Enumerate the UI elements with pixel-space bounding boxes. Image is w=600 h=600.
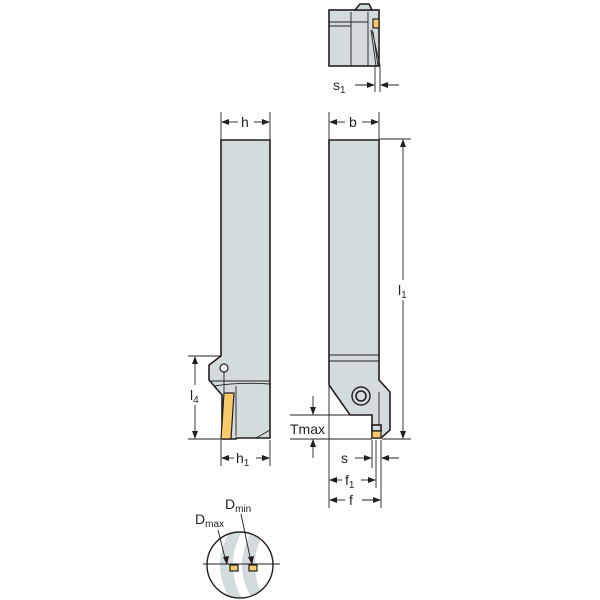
clamp-screw-icon xyxy=(351,386,371,406)
dim-dmin-label: Dmin xyxy=(225,496,251,515)
dim-tmax-label: Tmax xyxy=(290,421,325,437)
front-view: b l1 Tmax s f1 xyxy=(290,112,411,508)
side-view-pin xyxy=(219,363,229,373)
side-view: h l4 h1 xyxy=(188,112,271,469)
diameter-detail-view: Dmax Dmin xyxy=(195,496,280,599)
end-view-insert xyxy=(372,18,380,29)
dim-s1-label: s1 xyxy=(333,77,346,96)
dim-f-label: f xyxy=(349,492,353,508)
dim-h1-label: h1 xyxy=(236,450,250,469)
dim-s-label: s xyxy=(341,450,348,466)
dmax-insert xyxy=(229,564,239,572)
end-view-shank xyxy=(328,9,380,67)
dim-l4-label: l4 xyxy=(190,387,199,406)
dmin-insert xyxy=(248,564,258,572)
dim-l1-label: l1 xyxy=(398,282,407,301)
workpiece-circle xyxy=(206,531,274,599)
side-view-shank xyxy=(208,139,271,440)
dim-b-label: b xyxy=(349,114,357,130)
front-view-insert xyxy=(371,430,382,439)
dim-h-label: h xyxy=(241,114,249,130)
dim-dmax-label: Dmax xyxy=(195,511,224,530)
dim-f1-label: f1 xyxy=(345,472,355,491)
end-view: s1 xyxy=(328,3,399,96)
side-view-insert xyxy=(220,392,235,440)
